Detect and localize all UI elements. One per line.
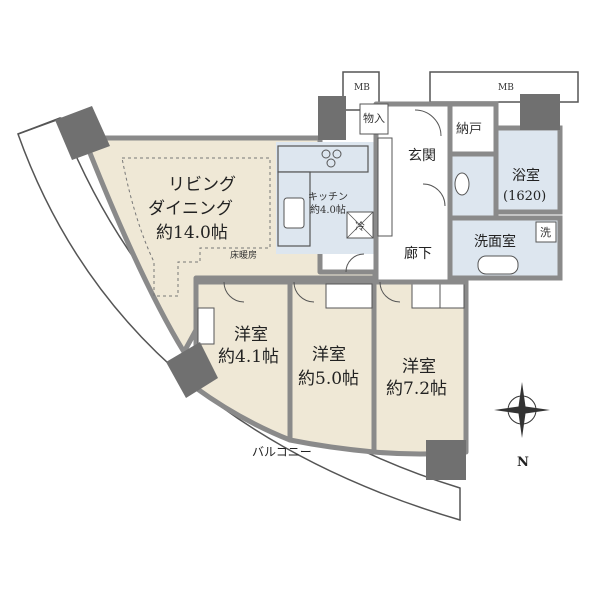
door-swing [223, 281, 245, 303]
closet-bedroom3-a [411, 283, 441, 309]
washer-label: 洗 [540, 226, 551, 239]
kitchen-label-2: 約4.0帖 [310, 203, 346, 216]
hallway-label: 廊下 [404, 245, 432, 262]
fridge-label: 冷 [355, 220, 365, 233]
compass-icon [494, 382, 550, 438]
bath-area [493, 125, 563, 215]
basin-icon [477, 255, 519, 275]
door-swing [345, 253, 365, 273]
mb-right-box [429, 71, 579, 103]
living-label-2: ダイニング [148, 199, 233, 219]
mb-right-label: MB [498, 83, 514, 93]
floor-heating-label: 床暖房 [230, 249, 257, 261]
stove-burner-icon [321, 149, 331, 159]
stove-burner-icon [332, 149, 342, 159]
storage-mono-label: 物入 [363, 111, 385, 125]
stove-burner-icon [326, 158, 336, 168]
storage-mono [359, 103, 389, 135]
door-swing [293, 281, 315, 303]
toilet-icon [454, 172, 470, 196]
living-label-3: 約14.0帖 [156, 223, 228, 243]
entrance-label: 玄関 [408, 147, 436, 164]
column-se [426, 440, 466, 480]
sink-icon [283, 197, 305, 229]
door-swing [414, 109, 442, 137]
floor-heating-boundary [121, 157, 271, 297]
column-n [318, 96, 346, 140]
column-nw [55, 106, 110, 160]
bedroom2-label-1: 洋室 [312, 345, 346, 365]
closet-bedroom2 [325, 283, 373, 309]
closet-bedroom3-b [439, 283, 465, 309]
kitchen-counter [277, 145, 369, 173]
shoe-storage [377, 137, 393, 237]
mb-left-label: MB [354, 83, 370, 93]
door-swing [422, 183, 446, 207]
column-ne [520, 94, 560, 130]
bedroom1-label-2: 約4.1帖 [218, 347, 279, 367]
column-sw [166, 342, 218, 398]
living-label-1: リビング [168, 175, 236, 195]
bedroom3-label-1: 洋室 [402, 357, 436, 377]
bedroom1-label-1: 洋室 [234, 325, 268, 345]
door-swing [379, 281, 401, 303]
bath-label-1: 浴室 [512, 167, 540, 184]
washer-space [535, 221, 557, 243]
kitchen-label-1: キッチン [308, 191, 348, 203]
bath-label-2: (1620) [503, 189, 546, 204]
washroom-label: 洗面室 [474, 233, 516, 250]
storage-nando-label: 納戸 [456, 122, 482, 137]
closet-bedroom1 [197, 307, 215, 345]
bedroom3-label-2: 約7.2帖 [386, 379, 447, 399]
balcony-label: バルコニー [252, 445, 312, 459]
compass-n-label: N [517, 455, 529, 470]
bedroom2-label-2: 約5.0帖 [298, 369, 359, 389]
